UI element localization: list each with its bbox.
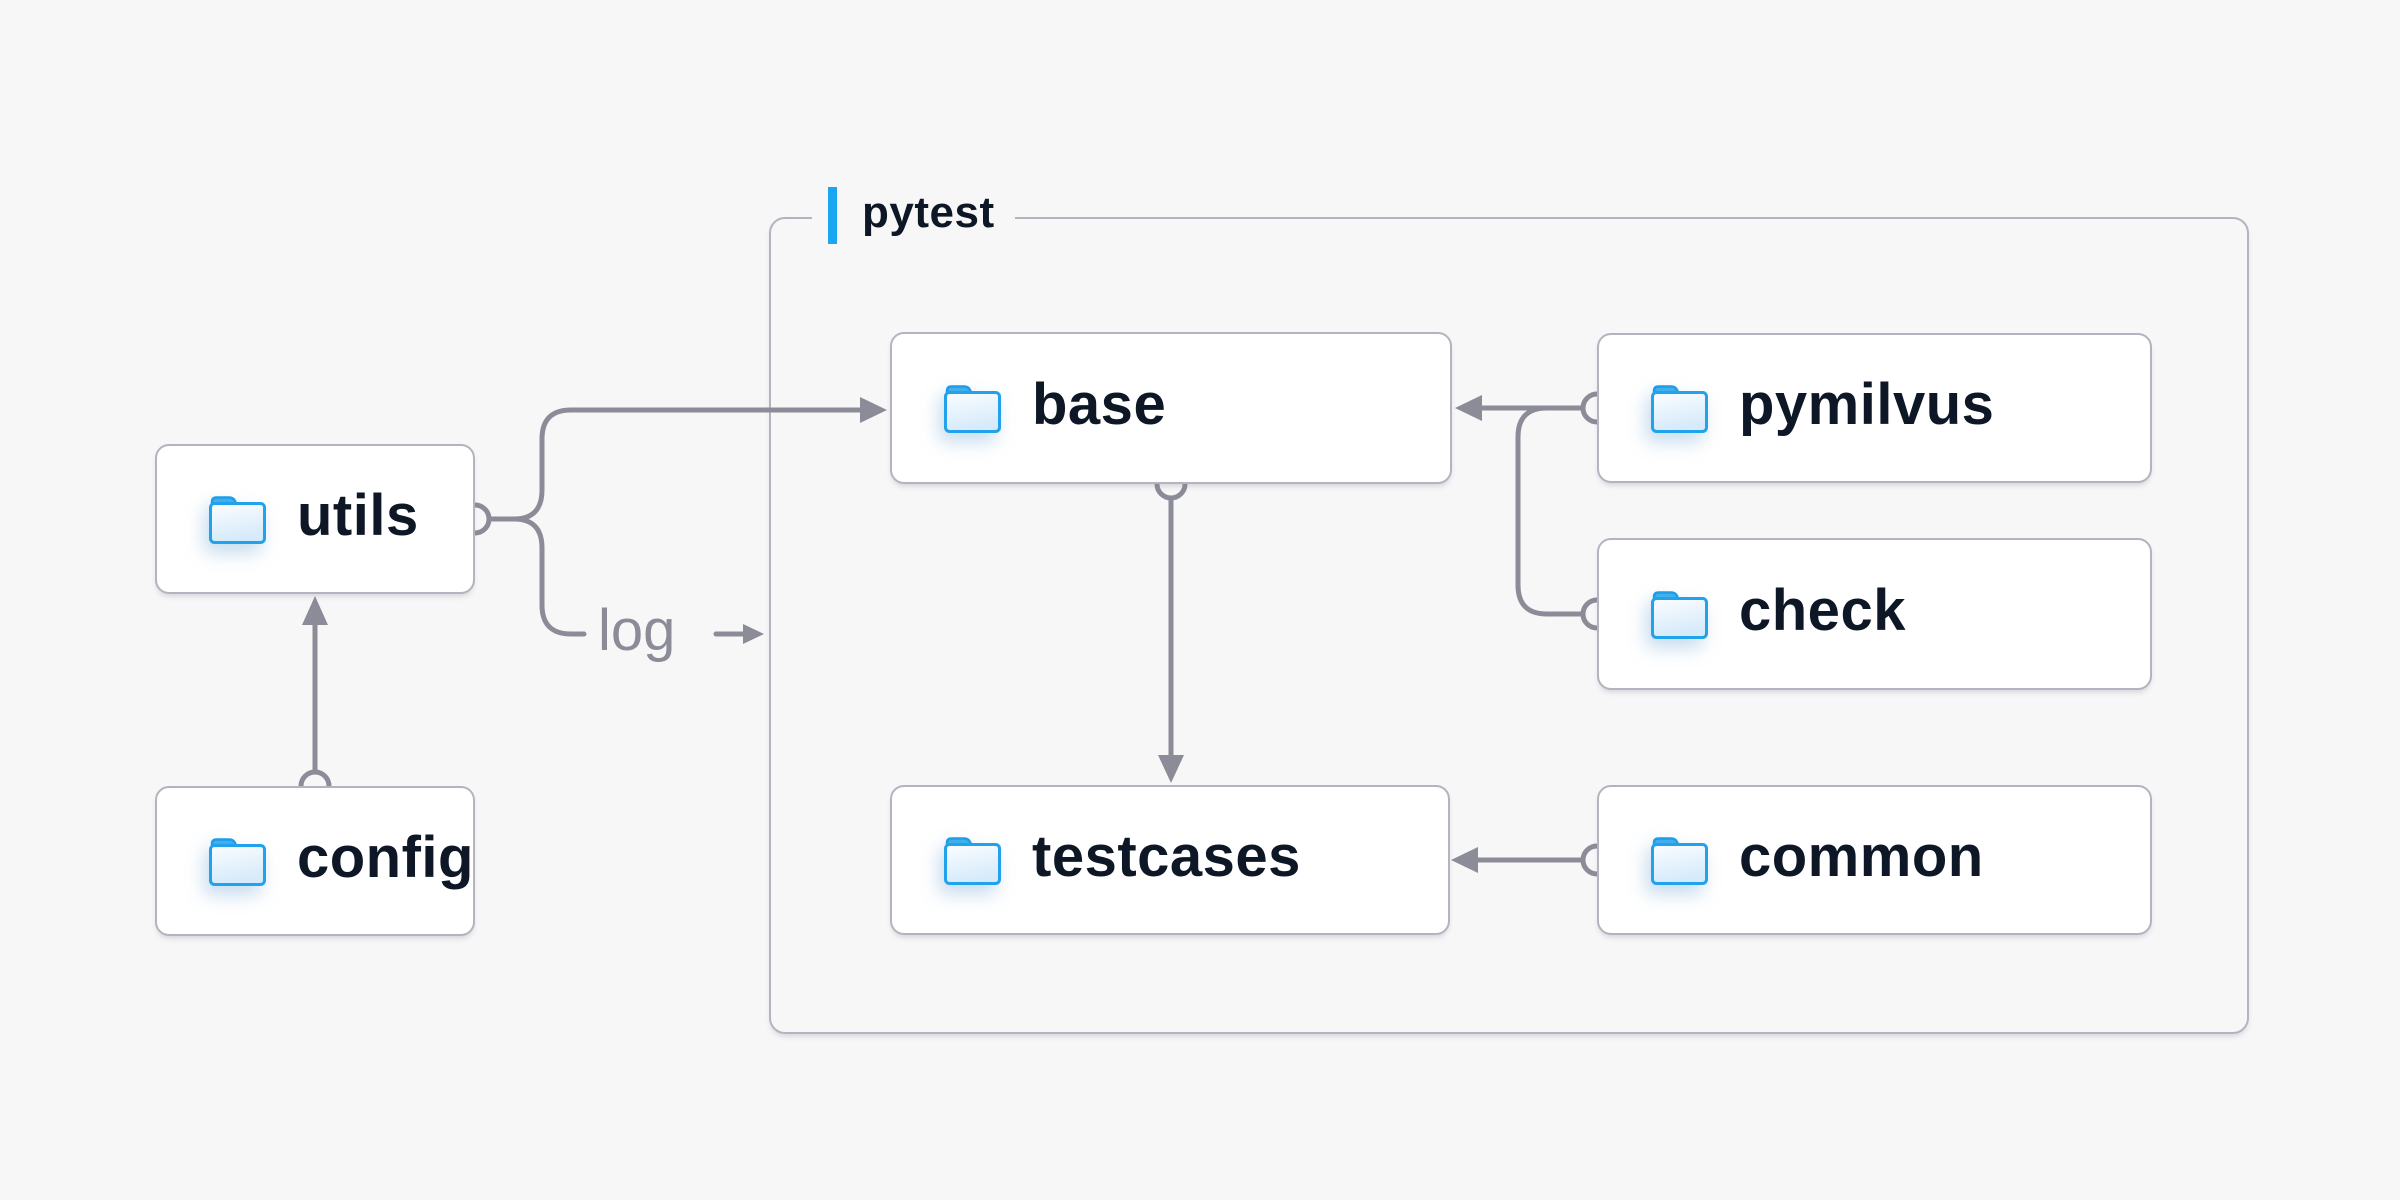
node-pymilvus: pymilvus	[1597, 333, 2152, 483]
node-config: config	[155, 786, 475, 936]
node-utils: utils	[155, 444, 475, 594]
folder-icon	[944, 385, 1001, 433]
node-base: base	[890, 332, 1452, 484]
node-utils-label: utils	[297, 483, 419, 548]
node-config-label: config	[297, 825, 474, 890]
pytest-group-title: pytest	[862, 188, 995, 237]
folder-icon	[1651, 385, 1708, 433]
node-common-label: common	[1739, 824, 1984, 889]
node-check-label: check	[1739, 578, 1906, 643]
node-testcases: testcases	[890, 785, 1450, 935]
folder-icon	[1651, 591, 1708, 639]
edge-config-utils	[298, 596, 332, 803]
folder-icon	[1651, 837, 1708, 885]
node-base-label: base	[1032, 372, 1167, 437]
node-testcases-label: testcases	[1032, 824, 1301, 889]
arrowhead-up-icon	[302, 596, 328, 625]
node-pymilvus-label: pymilvus	[1739, 372, 1995, 437]
pytest-group-container	[769, 217, 2249, 1034]
arrowhead-right-icon	[743, 624, 764, 644]
folder-icon	[944, 837, 1001, 885]
accent-bar-icon	[828, 186, 837, 244]
folder-icon	[209, 496, 266, 544]
node-common: common	[1597, 785, 2152, 935]
edge-label-log: log	[598, 598, 676, 663]
folder-icon	[209, 838, 266, 886]
pytest-group-label: pytest	[812, 184, 1015, 246]
node-check: check	[1597, 538, 2152, 690]
